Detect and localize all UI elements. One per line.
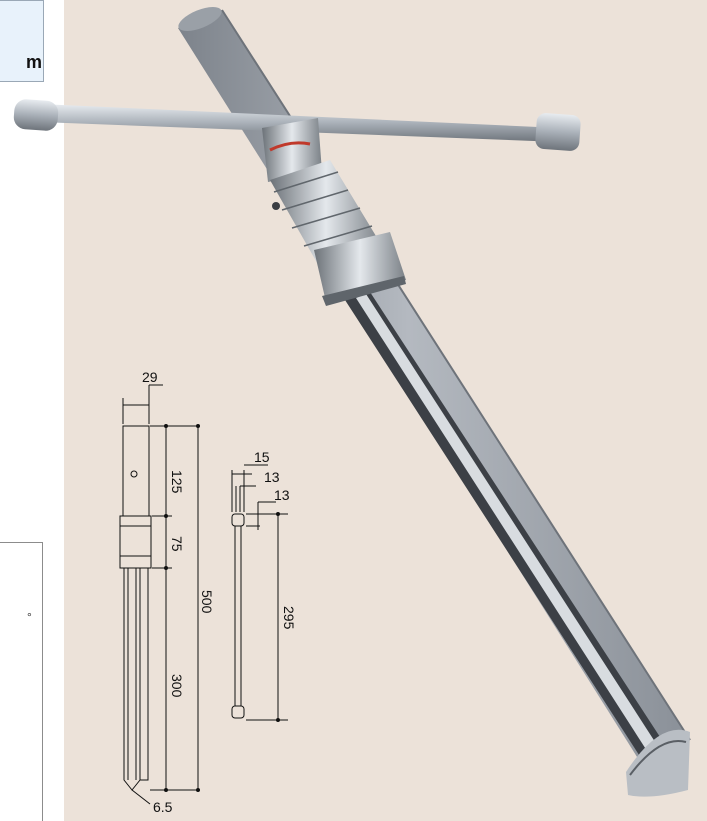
dim-blade: 300 [169,674,185,698]
dim-rod-outer: 15 [254,449,270,465]
dim-rod-inner: 13 [264,469,280,485]
side-note-panel [0,542,43,821]
dim-width: 29 [142,369,158,385]
dim-tip: 6.5 [153,799,173,815]
dim-rod-length: 295 [281,606,297,630]
drawing-rod-top-end [231,513,245,527]
dim-collar: 75 [169,536,185,552]
drawing-hole [130,470,138,478]
dim-total: 500 [199,590,215,614]
dim-rod-end: 13 [274,487,290,503]
section-header-tab [0,0,44,82]
dimension-drawing [119,384,288,805]
section-header-label: m [26,52,43,72]
side-note-mark: ° [27,610,32,624]
handle-hub [262,118,406,306]
drawing-rod-bottom-end [231,705,245,719]
drawing-handle-section [122,425,150,517]
drawing-blade [123,568,141,791]
dim-top: 125 [169,470,185,494]
drawing-collar-section [119,515,152,569]
